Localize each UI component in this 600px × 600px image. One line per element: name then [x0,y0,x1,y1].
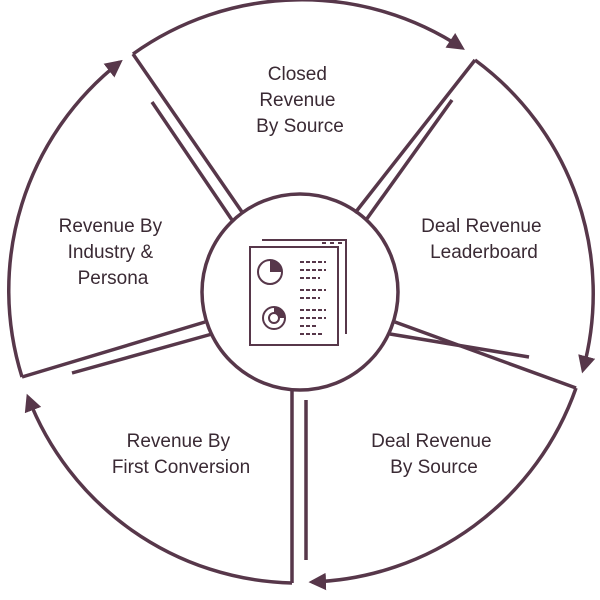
segment-label-line: By Source [256,116,344,137]
divider-left-long [21,320,206,379]
cycle-arrow-upper-left [7,59,123,378]
cycle-arrow-top [131,0,465,56]
divider-left-short [71,332,213,375]
segment-label-line: Revenue [259,90,335,111]
divider-top-right-long [353,58,477,215]
segment-label-line: Closed [268,64,327,85]
segment-dividers [21,53,577,583]
segment-label-line: First Conversion [112,457,250,478]
segment-label-line: Persona [78,268,149,289]
segment-label-deal-revenue-by-source: Deal Revenue By Source [371,431,497,478]
divider-right-long [394,320,577,390]
divider-right-short [389,332,530,359]
segment-label-line: Industry & [68,242,154,263]
outer-cycle-arrows [7,0,596,591]
segment-label-revenue-by-first-conversion: Revenue By First Conversion [112,431,250,478]
segment-label-line: By Source [390,457,478,478]
segment-label-deal-revenue-leaderboard: Deal Revenue Leaderboard [421,216,547,263]
segment-label-line: Leaderboard [430,242,538,263]
report-dashboard-icon [249,239,347,346]
divider-top-left-long [131,53,244,213]
segment-label-line: Revenue By [127,431,231,452]
segment-label-line: Deal Revenue [421,216,541,237]
cycle-arrow-lower-right [308,387,578,591]
divider-top-left-short [150,101,234,221]
segment-label-closed-revenue-by-source: Closed Revenue By Source [256,64,344,137]
divider-top-right-short [364,98,454,222]
segment-label-line: Deal Revenue [371,431,491,452]
segment-label-line: Revenue By [59,216,163,237]
cycle-arrow-lower-left [24,393,293,585]
segment-label-revenue-by-industry-persona: Revenue By Industry & Persona [59,216,168,289]
cycle-arrow-upper-right [473,58,596,374]
